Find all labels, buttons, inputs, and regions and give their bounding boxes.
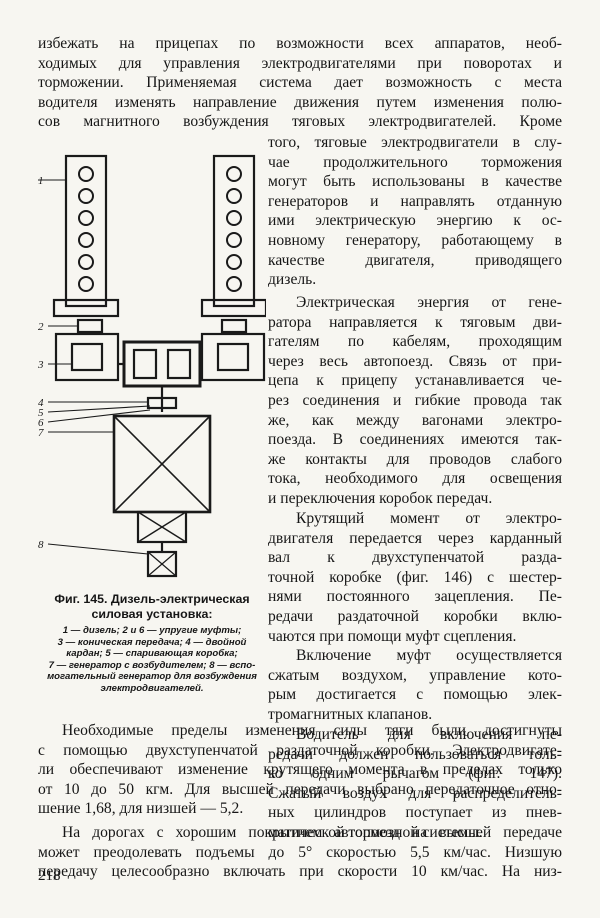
- text-line: цепа к прицепу устанавливается че-: [268, 372, 562, 390]
- text-line: матической тормозной системы.: [268, 823, 483, 841]
- right-motor-column: [212, 154, 256, 308]
- right-paragraph-1: того, тяговые электродвигатели в слу- ча…: [268, 133, 562, 290]
- figure-145: 1 2 3 4 5 6 7 8: [37, 150, 268, 590]
- figure-label-3: 3: [38, 359, 44, 371]
- caption-legend-line: 1 — дизель; 2 и 6 — упругие муфты;: [62, 625, 242, 636]
- text-line: генераторов и направлять отданную: [268, 192, 562, 210]
- top-paragraph: избежать на прицепах по возможности всех…: [38, 34, 562, 132]
- text-line: может преодолевать подъемы до 5° скорост…: [38, 843, 562, 861]
- text-line: передачу целесообразно включать при скор…: [38, 863, 562, 881]
- text-line: редачи раздаточной коробки вклю-: [268, 607, 562, 625]
- text-line: дизель.: [268, 271, 317, 289]
- text-line: чае продолжительного торможения: [268, 153, 562, 171]
- diesel-electric-diagram: 1 2 3 4 5 6 7 8: [37, 154, 268, 578]
- text-line: нями постоянного зацепления. Пе-: [268, 588, 562, 606]
- caption-legend-line: кардан; 5 — спаривающая коробка;: [66, 648, 238, 660]
- text-line: шение 1,68, для низшей — 5,2.: [38, 800, 244, 818]
- text-line: ратора направляется к тяговым дви-: [268, 313, 562, 331]
- text-line: того, тяговые электродвигатели в слу-: [268, 134, 562, 151]
- right-paragraph-3: Крутящий момент от электро- двигателя пе…: [268, 509, 562, 646]
- text-line: же, как между вагонами электро-: [268, 411, 562, 429]
- text-line: ных цилиндров поступает из пнев-: [268, 804, 562, 822]
- text-line: же контакты для проводов слабого: [268, 450, 562, 468]
- caption-legend-line: 3 — коническая передача; 4 — двойной: [57, 636, 247, 648]
- text-line: ходимых для управления электродвигателям…: [38, 54, 562, 72]
- text-line: сов магнитного возбуждения тяговых элект…: [38, 113, 562, 131]
- figure-label-7: 7: [38, 427, 44, 439]
- right-paragraph-5: Водитель для включения пе- редачи должен…: [268, 725, 562, 843]
- text-line: через весь автопоезд. Связь от при-: [268, 352, 562, 370]
- figure-label-6: 6: [38, 417, 44, 429]
- text-line: Сжатый воздух для распределитель-: [268, 784, 562, 802]
- right-paragraph-4: Включение муфт осуществляется сжатым воз…: [268, 646, 562, 724]
- text-line: ли обеспечивают изменение крутящего моме…: [38, 761, 562, 779]
- text-line: поезда. В соединениях имеются так-: [268, 431, 562, 449]
- bottom-paragraph-1: Необходимые пределы изменения силы тяги …: [38, 721, 562, 819]
- caption-legend-line: 7 — генератор с возбудителем; 8 — вспо-: [48, 659, 256, 671]
- text-line: Включение муфт осуществляется: [296, 647, 562, 664]
- text-line: Водитель для включения пе-: [296, 726, 562, 743]
- text-line: от 10 до 50 кгм. Для высшей передачи выб…: [38, 780, 562, 798]
- text-line: водителя изменять направление движения п…: [38, 93, 562, 111]
- text-line: тока, необходимого для освещения: [268, 470, 562, 488]
- text-line: сжатым воздухом, управление кото-: [268, 666, 562, 684]
- caption-legend-line: могательный генератор для возбуждения: [47, 671, 257, 683]
- text-line: На дорогах с хорошим покрытием автопоезд…: [62, 824, 562, 841]
- text-line: Крутящий момент от электро-: [296, 510, 562, 527]
- bottom-paragraph-2: На дорогах с хорошим покрытием автопоезд…: [38, 823, 562, 882]
- text-line: торможении. Применяемая система дает воз…: [38, 74, 562, 92]
- text-line: Электрическая энергия от гене-: [296, 294, 562, 311]
- text-line: ко одним рычагом (фиг. 147).: [268, 765, 562, 783]
- figure-label-8: 8: [38, 539, 44, 551]
- text-line: новному генератору, работающему в: [268, 231, 562, 249]
- caption-title-line: Фиг. 145. Дизель-электрическая: [54, 592, 250, 606]
- text-line: вал к двухступенчатой разда-: [268, 549, 562, 567]
- text-line: с помощью двухступенчатой раздаточной ко…: [38, 741, 562, 759]
- right-bevel-gear: [200, 332, 266, 382]
- text-line: гателям по кабелям, проходящим: [268, 333, 562, 351]
- text-line: качестве двигателя, приводящего: [268, 251, 562, 269]
- left-bevel-gear: [54, 332, 120, 382]
- right-paragraph-2: Электрическая энергия от гене- ратора на…: [268, 293, 562, 509]
- figure-label-5: 5: [38, 407, 44, 419]
- figure-label-1: 1: [38, 175, 44, 187]
- text-line: и переключения коробок передач.: [268, 489, 493, 507]
- text-line: рым достигается с помощью элек-: [268, 686, 562, 704]
- text-line: двигателя передается через карданный: [268, 529, 562, 547]
- text-line: редачи должен пользоваться толь-: [268, 745, 562, 763]
- transfer-box: [122, 340, 202, 388]
- text-line: чаются при помощи муфт сцепления.: [268, 627, 517, 645]
- text-line: могут быть использованы в качестве: [268, 173, 562, 191]
- aux-generator: [146, 550, 178, 578]
- caption-title-line: силовая установка:: [91, 607, 213, 621]
- figure-label-2: 2: [38, 321, 44, 333]
- figure-caption: Фиг. 145. Дизель-электрическая силовая у…: [38, 592, 266, 695]
- left-motor-column: [64, 154, 108, 308]
- figure-label-4: 4: [38, 397, 44, 409]
- text-line: избежать на прицепах по возможности всех…: [38, 35, 562, 52]
- text-line: тромагнитных клапанов.: [268, 705, 433, 723]
- page-number: 218: [38, 868, 61, 884]
- text-line: рез соединения и гибкие провода так: [268, 391, 562, 409]
- text-line: точной коробке (фиг. 146) с шестер-: [268, 568, 562, 586]
- text-line: Необходимые пределы изменения силы тяги …: [62, 722, 562, 739]
- text-line: ими электрическую энергию к ос-: [268, 212, 562, 230]
- caption-legend-line: электродвигателей.: [100, 682, 204, 694]
